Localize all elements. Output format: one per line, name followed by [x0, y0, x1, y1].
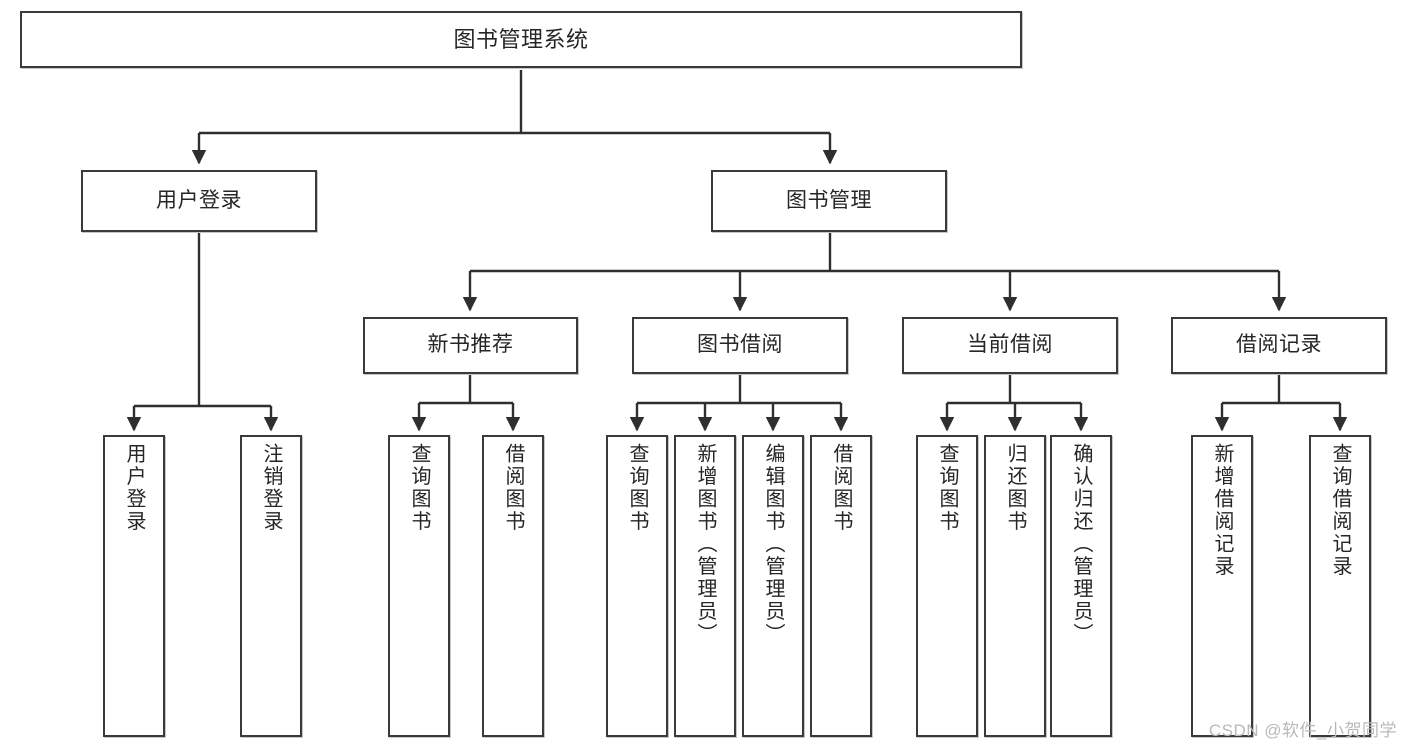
- node-label: 查询图书: [936, 443, 958, 533]
- node-label: 编辑图书（管理员）: [762, 443, 784, 646]
- node-label: 确认归还（管理员）: [1070, 443, 1092, 646]
- node-label: 新书推荐: [427, 333, 514, 357]
- node-leaf-add-book-admin[interactable]: 新增图书（管理员）: [674, 435, 736, 737]
- node-leaf-borrow-book[interactable]: 借阅图书: [810, 435, 872, 737]
- node-book-management[interactable]: 图书管理: [711, 170, 947, 232]
- node-label: 借阅图书: [502, 443, 524, 533]
- node-label: 新增图书（管理员）: [694, 443, 716, 646]
- node-label: 查询图书: [626, 443, 648, 533]
- node-label: 当前借阅: [967, 333, 1053, 357]
- node-root-book-management-system[interactable]: 图书管理系统: [20, 11, 1022, 68]
- node-current-borrow[interactable]: 当前借阅: [902, 317, 1118, 374]
- node-leaf-borrow-book-recommend[interactable]: 借阅图书: [482, 435, 544, 737]
- watermark: CSDN @软件_小贺同学: [1208, 721, 1397, 740]
- node-leaf-query-book-recommend[interactable]: 查询图书: [388, 435, 450, 737]
- node-label: 借阅记录: [1236, 333, 1322, 357]
- node-label: 注销登录: [260, 443, 282, 533]
- node-label: 图书管理: [786, 188, 872, 212]
- node-book-borrow[interactable]: 图书借阅: [632, 317, 848, 374]
- node-label: 用户登录: [156, 188, 242, 212]
- node-user-login[interactable]: 用户登录: [81, 170, 317, 232]
- node-leaf-user-login[interactable]: 用户登录: [103, 435, 165, 737]
- node-label: 查询图书: [408, 443, 430, 533]
- node-label: 查询借阅记录: [1329, 443, 1351, 578]
- node-label: 用户登录: [123, 443, 145, 533]
- node-label: 图书管理系统: [453, 26, 589, 52]
- node-leaf-add-borrow-record[interactable]: 新增借阅记录: [1191, 435, 1253, 737]
- node-leaf-logout[interactable]: 注销登录: [240, 435, 302, 737]
- node-new-book-recommend[interactable]: 新书推荐: [363, 317, 578, 374]
- node-label: 借阅图书: [830, 443, 852, 533]
- node-leaf-return-book[interactable]: 归还图书: [984, 435, 1046, 737]
- node-label: 新增借阅记录: [1211, 443, 1233, 578]
- node-label: 归还图书: [1004, 443, 1026, 533]
- node-borrow-record[interactable]: 借阅记录: [1171, 317, 1387, 374]
- node-label: 图书借阅: [697, 333, 783, 357]
- node-leaf-query-book-current[interactable]: 查询图书: [916, 435, 978, 737]
- node-leaf-query-borrow-record[interactable]: 查询借阅记录: [1309, 435, 1371, 737]
- node-leaf-confirm-return-admin[interactable]: 确认归还（管理员）: [1050, 435, 1112, 737]
- node-leaf-query-book[interactable]: 查询图书: [606, 435, 668, 737]
- node-leaf-edit-book-admin[interactable]: 编辑图书（管理员）: [742, 435, 804, 737]
